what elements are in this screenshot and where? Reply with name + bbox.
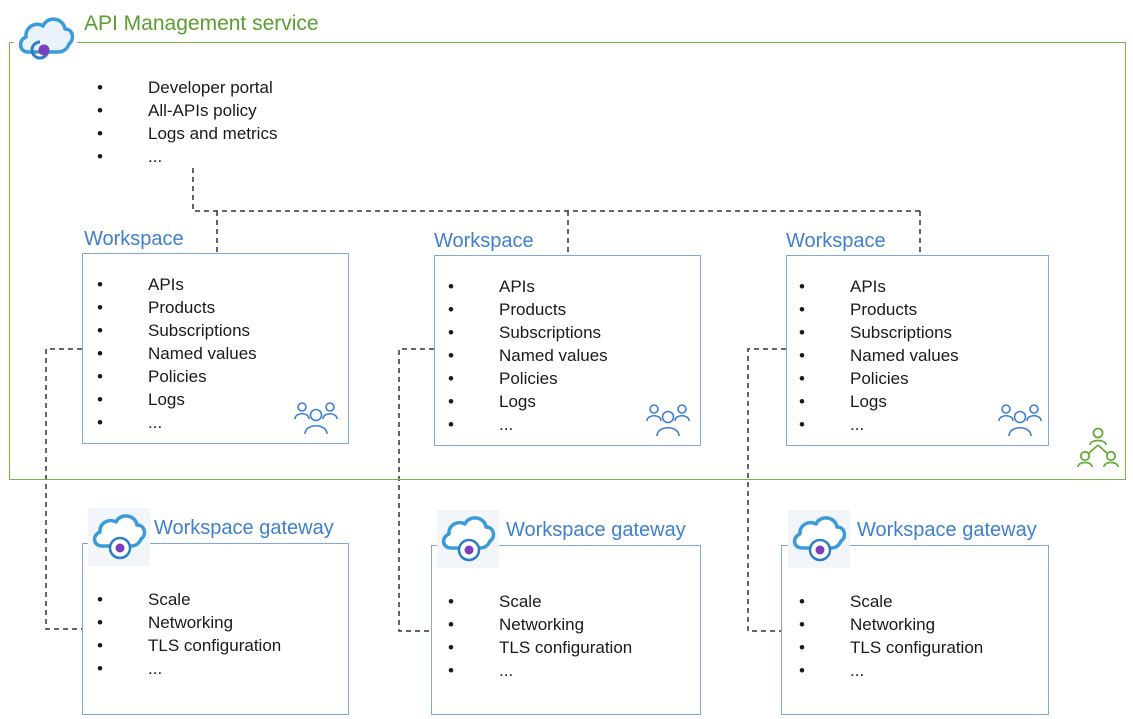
gateway-item: Networking xyxy=(799,613,983,636)
workspace-item-list: APIs Products Subscriptions Named values… xyxy=(448,275,608,436)
gateway-title: Workspace gateway xyxy=(154,517,334,539)
service-item: Logs and metrics xyxy=(97,122,277,145)
cloud-gateway-icon xyxy=(437,510,499,568)
gateway-item: ... xyxy=(97,657,281,680)
workspace-title: Workspace xyxy=(84,228,188,251)
gateway-2-connector xyxy=(398,348,434,632)
workspace-item: APIs xyxy=(448,275,608,298)
users-group-icon xyxy=(294,398,338,436)
gateway-item: Scale xyxy=(97,588,281,611)
workspace-item-list: APIs Products Subscriptions Named values… xyxy=(97,273,257,434)
workspace-item: Subscriptions xyxy=(799,321,959,344)
workspace-item: Named values xyxy=(799,344,959,367)
workspace-item: Policies xyxy=(448,367,608,390)
cloud-gateway-icon xyxy=(88,508,150,566)
gateway-item: TLS configuration xyxy=(97,634,281,657)
gateway-item-list: Scale Networking TLS configuration ... xyxy=(448,590,632,682)
workspace-title: Workspace xyxy=(786,230,890,253)
workspace-item: Subscriptions xyxy=(448,321,608,344)
users-group-icon xyxy=(646,400,690,438)
gateway-item: Networking xyxy=(448,613,632,636)
workspace-item: Logs xyxy=(448,390,608,413)
workspace-item: Subscriptions xyxy=(97,319,257,342)
workspace-item: Logs xyxy=(97,388,257,411)
service-item: ... xyxy=(97,145,277,168)
workspace-item: Products xyxy=(799,298,959,321)
workspace-title: Workspace xyxy=(434,230,538,253)
workspace-item: Policies xyxy=(97,365,257,388)
service-item: Developer portal xyxy=(97,76,277,99)
workspace-item: Named values xyxy=(97,342,257,365)
gateway-item-list: Scale Networking TLS configuration ... xyxy=(97,588,281,680)
service-feature-list: Developer portal All-APIs policy Logs an… xyxy=(97,76,277,168)
cloud-gateway-icon xyxy=(788,510,850,568)
cloud-api-management-icon xyxy=(14,10,77,68)
gateway-title: Workspace gateway xyxy=(506,519,686,541)
workspace-item: Policies xyxy=(799,367,959,390)
gateway-1-connector xyxy=(45,348,82,630)
workspace-item: APIs xyxy=(799,275,959,298)
gateway-item-list: Scale Networking TLS configuration ... xyxy=(799,590,983,682)
workspace-item: ... xyxy=(448,413,608,436)
gateway-title: Workspace gateway xyxy=(857,519,1037,541)
gateway-3-connector xyxy=(747,348,786,632)
gateway-item: TLS configuration xyxy=(799,636,983,659)
gateway-item: TLS configuration xyxy=(448,636,632,659)
org-hierarchy-icon xyxy=(1075,426,1121,470)
gateway-item: ... xyxy=(448,659,632,682)
users-group-icon xyxy=(998,400,1042,438)
service-title: API Management service xyxy=(84,12,319,35)
workspace-item: ... xyxy=(97,411,257,434)
workspace-item: Products xyxy=(448,298,608,321)
gateway-item: Scale xyxy=(799,590,983,613)
workspace-item: Products xyxy=(97,296,257,319)
gateway-item: Scale xyxy=(448,590,632,613)
workspace-item: ... xyxy=(799,413,959,436)
service-frame xyxy=(9,42,1126,480)
service-item: All-APIs policy xyxy=(97,99,277,122)
gateway-item: Networking xyxy=(97,611,281,634)
gateway-item: ... xyxy=(799,659,983,682)
workspace-item: Named values xyxy=(448,344,608,367)
workspace-item: APIs xyxy=(97,273,257,296)
workspace-item: Logs xyxy=(799,390,959,413)
workspace-item-list: APIs Products Subscriptions Named values… xyxy=(799,275,959,436)
